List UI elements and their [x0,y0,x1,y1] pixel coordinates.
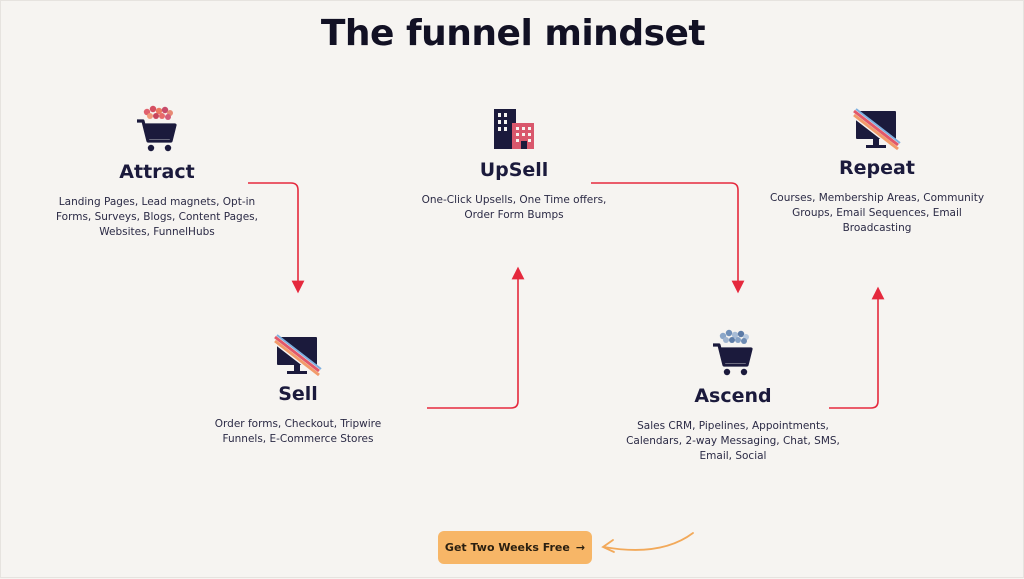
arrow-ascend-to-repeat [829,286,885,409]
step-sell-label: Sell [278,383,318,405]
step-attract: Attract Landing Pages, Lead magnets, Opt… [49,103,265,240]
step-ascend: Ascend Sales CRM, Pipelines, Appointment… [621,327,845,464]
step-repeat-label: Repeat [839,157,915,179]
step-upsell-label: UpSell [479,159,549,181]
arrow-attract-to-sell [248,182,305,294]
step-attract-label: Attract [119,161,195,183]
shopping-cart-icon [713,329,753,376]
get-two-weeks-free-button[interactable]: Get Two Weeks Free → [438,531,592,564]
monitor-icon [273,334,322,377]
buildings-icon [494,109,534,149]
step-repeat: Repeat Courses, Membership Areas, Commun… [765,107,989,236]
pointer-arrow [601,532,694,553]
step-sell-description: Order forms, Checkout, Tripwire Funnels,… [214,418,382,445]
step-attract-description: Landing Pages, Lead magnets, Opt-in Form… [56,196,258,238]
arrow-right-icon: → [575,541,586,554]
step-upsell-description: One-Click Upsells, One Time offers, Orde… [421,194,607,221]
page-title: The funnel mindset [320,13,706,54]
arrow-sell-to-upsell [427,266,525,409]
step-repeat-description: Courses, Membership Areas, Community Gro… [769,192,985,234]
shopping-cart-icon [137,105,177,152]
monitor-icon [852,108,901,151]
cta-label: Get Two Weeks Free [444,541,570,554]
step-ascend-label: Ascend [694,385,772,407]
arrow-upsell-to-ascend [591,182,745,294]
step-ascend-description: Sales CRM, Pipelines, Appointments, Cale… [626,420,840,462]
step-sell: Sell Order forms, Checkout, Tripwire Fun… [198,333,398,447]
step-upsell: UpSell One-Click Upsells, One Time offer… [409,105,619,223]
